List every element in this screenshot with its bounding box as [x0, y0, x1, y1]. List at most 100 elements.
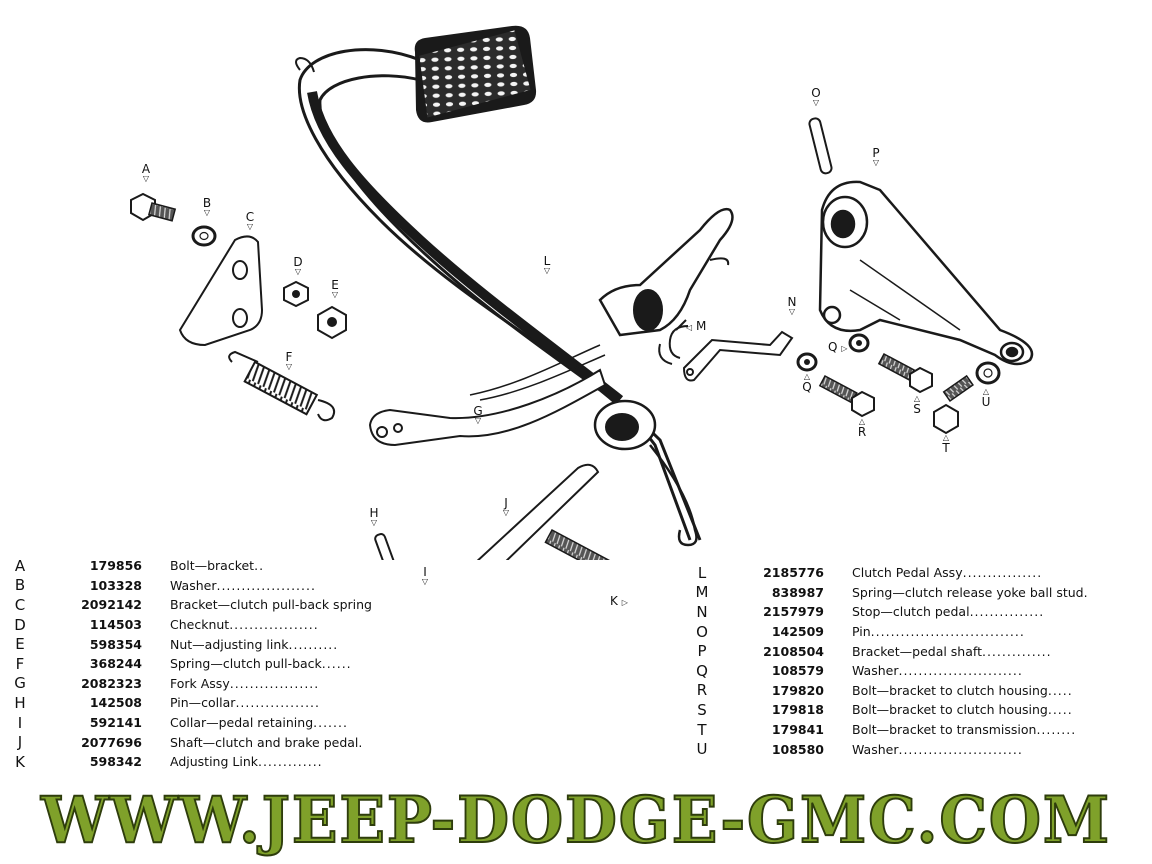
part-number: 598354 [89, 636, 142, 652]
part-description-cell: Washer......................... [824, 739, 1142, 759]
callout-i: I▽ [421, 565, 429, 586]
part-key: U [696, 740, 708, 759]
part-key: H [14, 693, 26, 712]
part-leader-dots: ...... [321, 656, 352, 672]
part-leader-dots: .. [254, 558, 265, 574]
part-description-cell: Checknut.................. [142, 615, 392, 635]
part-leader-dots: ..... [1047, 682, 1073, 698]
watermark-text: WWW.JEEP-DODGE-GMC.COM [40, 783, 1111, 858]
part-leader-dots: .................. [229, 675, 320, 691]
part-description: Clutch Pedal Assy [852, 565, 963, 581]
adjusting-link-k [544, 528, 633, 560]
spring-m [658, 319, 689, 365]
part-leader-dots: . [358, 734, 364, 750]
part-description: Bolt—bracket [170, 558, 255, 574]
part-description-cell: Bracket—pedal shaft.............. [824, 641, 1142, 661]
part-description: Fork Assy [170, 675, 230, 691]
part-description-cell: Adjusting Link............. [142, 752, 392, 772]
pin-o [808, 117, 833, 175]
clutch-pedal-arm [295, 48, 702, 547]
part-description: Washer [170, 577, 217, 593]
callout-c: C▽ [245, 210, 255, 231]
bracket-p [818, 180, 1034, 366]
part-description: Spring—clutch release yoke ball stud [852, 584, 1084, 600]
part-leader-dots: .................... [216, 577, 316, 593]
part-key: T [697, 720, 707, 739]
part-key: K [15, 752, 25, 771]
callout-q-upper: Q ▷ [828, 340, 848, 354]
part-description-cell: Pin—collar................. [142, 693, 392, 713]
bracket-c [178, 235, 264, 347]
part-key: D [14, 615, 26, 634]
part-description: Washer [852, 741, 899, 757]
callout-t: △T [942, 433, 950, 455]
parts-row: R 179820 Bolt—bracket to clutch housing...… [690, 681, 1142, 701]
part-key: M [695, 583, 709, 602]
nut-e [317, 305, 347, 340]
callout-o: O▽ [811, 86, 821, 107]
part-description: Checknut [170, 617, 230, 633]
part-description: Bracket—clutch pull-back spring [170, 597, 372, 613]
part-number: 179841 [771, 722, 824, 738]
part-leader-dots: .............. [981, 643, 1052, 659]
part-key: G [14, 674, 26, 693]
checknut-d [283, 280, 309, 308]
fork-assy [368, 207, 734, 447]
callout-n: N▽ [787, 295, 797, 316]
part-description-cell: Washer.................... [142, 576, 392, 596]
stop-n [682, 330, 794, 382]
part-description: Bolt—bracket to clutch housing [852, 702, 1048, 718]
part-leader-dots: ..... [1047, 702, 1073, 718]
part-description-cell: Bolt—bracket.. [142, 556, 392, 576]
callout-e: E▽ [331, 278, 339, 299]
part-key: R [696, 681, 708, 700]
part-description-cell: Pin............................... [824, 622, 1142, 642]
part-description: Nut—adjusting link [170, 636, 289, 652]
part-number: 2157979 [763, 604, 824, 620]
part-description: Bolt—bracket to clutch housing [852, 682, 1048, 698]
callout-k: K ▷ [610, 594, 628, 608]
part-number: 142509 [771, 624, 824, 640]
part-number: 142508 [89, 695, 142, 711]
part-description: Washer [852, 663, 899, 679]
part-number: 368244 [89, 656, 142, 672]
callout-h: H▽ [369, 506, 379, 527]
part-key: J [17, 733, 23, 752]
part-description-cell: Collar—pedal retaining....... [142, 713, 392, 733]
part-number: 838987 [771, 584, 824, 600]
part-number: 179820 [771, 682, 824, 698]
spring-f [228, 350, 336, 422]
bolt-s [877, 352, 933, 394]
callout-d: D▽ [293, 255, 303, 276]
part-number: 592141 [89, 715, 142, 731]
parts-row: M 838987 Spring—clutch release yoke ball s… [690, 583, 1142, 603]
pedal-pad [414, 25, 537, 123]
callout-a: A▽ [141, 162, 151, 183]
part-leader-dots: ............................... [870, 624, 1025, 640]
washer-q-lower [796, 352, 818, 372]
callout-q-lower: △Q [802, 372, 812, 394]
part-description-cell: Shaft—clutch and brake pedal. [142, 732, 392, 752]
part-key: E [15, 635, 25, 654]
part-key: F [15, 654, 25, 673]
part-key: N [696, 602, 708, 621]
part-key: C [14, 595, 26, 614]
site-watermark: WWW.JEEP-DODGE-GMC.COM [39, 782, 1111, 858]
part-key: A [14, 556, 26, 575]
part-key: B [14, 576, 26, 595]
part-number: 179856 [89, 558, 142, 574]
part-description: Collar—pedal retaining [170, 715, 314, 731]
callout-r: △R [857, 417, 867, 439]
part-description: Bolt—bracket to transmission [852, 722, 1037, 738]
